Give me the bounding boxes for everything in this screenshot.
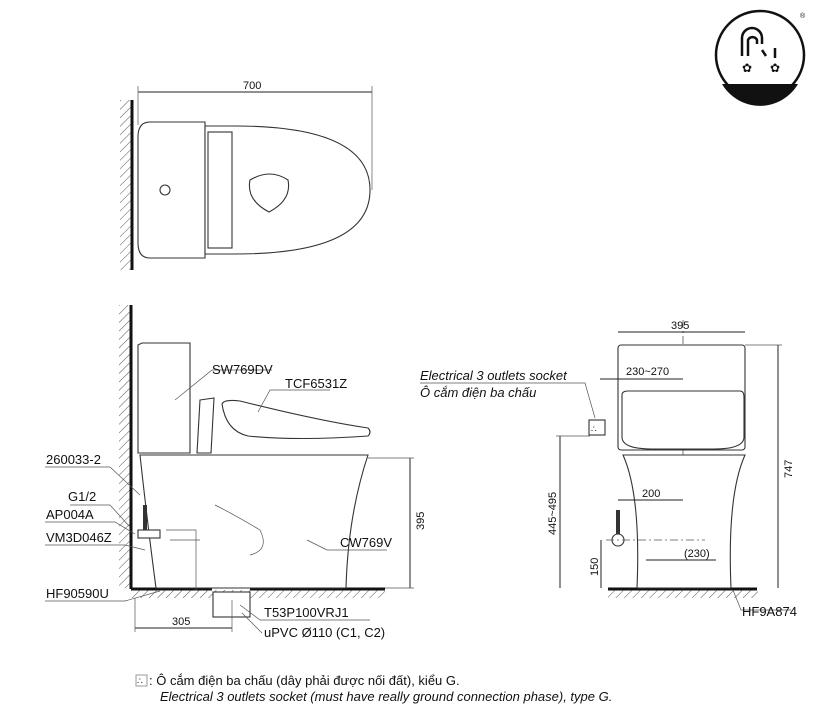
note-vietnamese: : Ô cắm điện ba chấu (dây phải được nối … [149, 673, 460, 688]
front-view: 395 230~270 747 445~495 150 200 (230) ∴ … [420, 320, 797, 619]
label-ap004a: AP004A [46, 507, 94, 522]
dim-supply-200: 200 [642, 488, 660, 500]
dim-bolt-230: (230) [684, 548, 710, 560]
label-bowl-cw769v: CW769V [340, 535, 392, 550]
label-tank-sw769dv: SW769DV [212, 362, 273, 377]
dim-total-747: 747 [783, 460, 795, 478]
dim-height-395: 395 [415, 512, 427, 530]
dim-width-700: 700 [243, 80, 261, 92]
footnote: ∴ : Ô cắm điện ba chấu (dây phải được nố… [135, 673, 612, 704]
label-socket-en: Electrical 3 outlets socket [420, 368, 568, 383]
dim-socket-offset: 230~270 [626, 366, 669, 378]
label-g1-2: G1/2 [68, 489, 96, 504]
label-vm3d046z: VM3D046Z [46, 530, 112, 545]
dim-width-395: 395 [671, 320, 689, 332]
dim-socket-height: 445~495 [547, 492, 559, 535]
star-icon: ✿ [770, 61, 780, 75]
dim-supply-150: 150 [589, 558, 601, 576]
socket-icon: ∴ [137, 676, 143, 686]
star-icon: ✿ [742, 61, 752, 75]
side-view: 395 305 SW769DV TCF6531Z 260033-2 G1/2 A… [45, 305, 427, 640]
label-t53p100vrj1: T53P100VRJ1 [264, 605, 349, 620]
label-socket-vi: Ô cắm điện ba chấu [420, 385, 536, 400]
label-hf9a874: HF9A874 [742, 604, 797, 619]
registered-mark: ® [800, 12, 806, 20]
faucet-wash-icon [740, 26, 777, 58]
logo: ✿ ✿ ® [714, 9, 806, 106]
label-260033-2: 260033-2 [46, 452, 101, 467]
label-hf90590u: HF90590U [46, 586, 109, 601]
top-view: 700 [120, 80, 373, 270]
note-english: Electrical 3 outlets socket (must have r… [160, 689, 612, 704]
dim-rough-in-305: 305 [172, 616, 190, 628]
label-seat-tcf6531z: TCF6531Z [285, 376, 347, 391]
label-upvc-pipe: uPVC Ø110 (C1, C2) [264, 625, 385, 640]
socket-icon: ∴ [591, 424, 597, 434]
